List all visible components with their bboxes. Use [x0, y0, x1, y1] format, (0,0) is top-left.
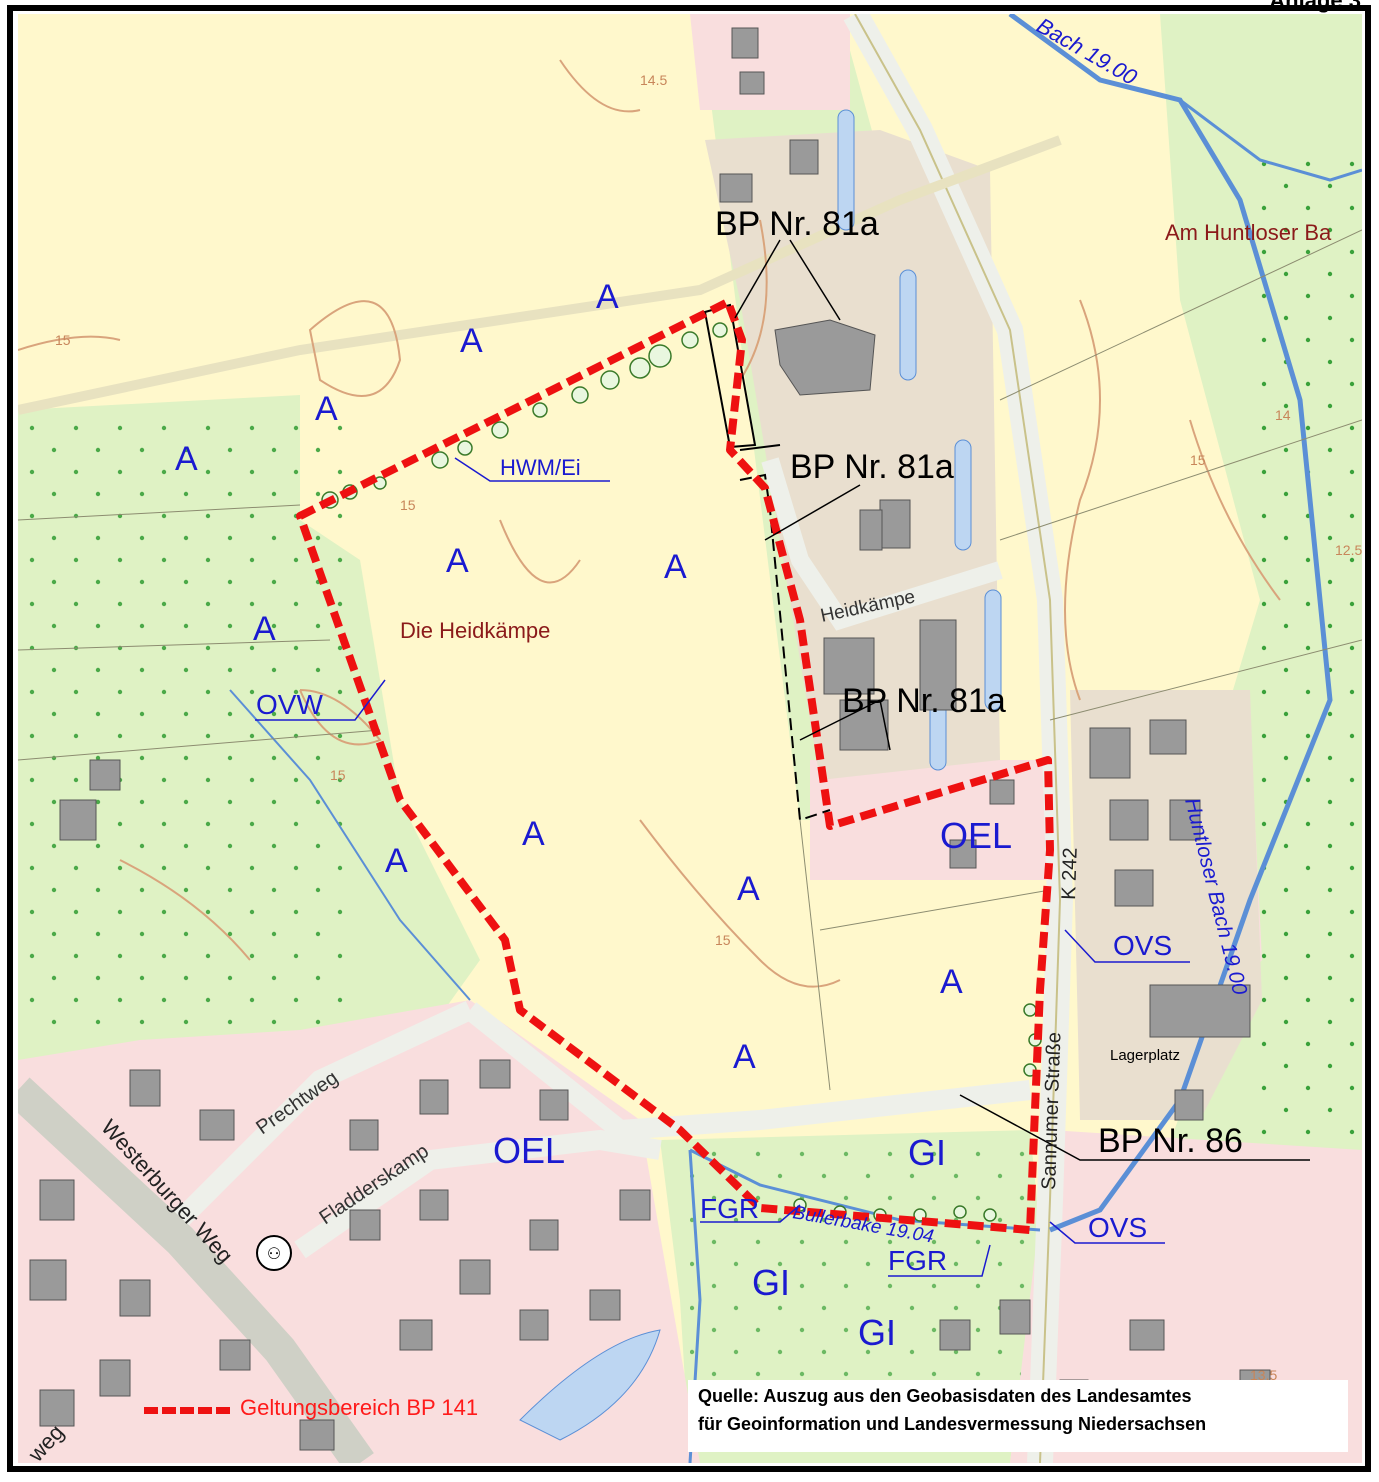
biotope-a: A	[522, 815, 545, 853]
plan-label-bp81a: BP Nr. 81a	[715, 205, 879, 243]
biotope-gi: GI	[908, 1132, 946, 1173]
biotope-a: A	[460, 322, 483, 360]
parcel-lines	[18, 229, 1362, 1091]
water-pond-2	[899, 269, 917, 381]
contour-value: 14	[1275, 407, 1291, 423]
contour-value: 15	[715, 932, 731, 948]
water-ditch-west	[229, 689, 471, 1001]
biotope-a: A	[940, 963, 963, 1001]
label-k242: K 242	[1058, 847, 1082, 900]
contour-value: 13.5	[1250, 1367, 1277, 1383]
biotope-gi: GI	[858, 1312, 896, 1353]
biotope-fgr: FGR	[700, 1193, 759, 1224]
road-field-track	[18, 135, 1062, 415]
biotope-a: A	[385, 842, 408, 880]
plan-label-bp86: BP Nr. 86	[1098, 1122, 1243, 1160]
road-fladderskamp	[294, 1129, 662, 1259]
biotope-a: A	[315, 390, 338, 428]
annex-label: Anlage 3	[1269, 0, 1361, 13]
water-bach-north	[1008, 14, 1333, 1233]
label-die-heidkaempe: Die Heidkämpe	[400, 618, 550, 643]
biotope-oel: OEL	[493, 1130, 565, 1171]
road-prechtweg	[162, 1000, 475, 1238]
contour-value: 15	[330, 767, 346, 783]
green-east-dots	[1250, 150, 1362, 1150]
source-line-2: für Geoinformation und Landesvermessung …	[698, 1414, 1207, 1434]
contour-value: 15	[1190, 452, 1206, 468]
map-border	[7, 5, 1371, 1472]
playground-icon: ⚇	[256, 1235, 292, 1271]
biotope-gi: GI	[752, 1262, 790, 1303]
contour-value: 14.5	[640, 72, 667, 88]
source-line-1: Quelle: Auszug aus den Geobasisdaten des…	[698, 1386, 1192, 1406]
plan-label-bp81a: BP Nr. 81a	[842, 682, 1006, 720]
contour-lines	[18, 59, 1281, 988]
contour-value: 12.5	[1335, 542, 1362, 558]
industrial-bp81a	[705, 130, 1000, 780]
biotope-fgr: FGR	[888, 1245, 947, 1276]
biotope-a: A	[737, 870, 760, 908]
road-southern	[463, 1002, 1032, 1141]
plan-labels: BP Nr. 81a BP Nr. 81a BP Nr. 81a BP Nr. …	[715, 205, 1243, 1160]
water-pond-1	[837, 109, 855, 231]
water-pond-south	[519, 1329, 661, 1441]
leader-lines	[734, 239, 1310, 1161]
contour-value: 15	[400, 497, 416, 513]
svg-text:⚇: ⚇	[267, 1244, 281, 1263]
biotope-a: A	[175, 440, 198, 478]
boundary-bp141	[296, 298, 1054, 1234]
label-am-huntloser: Am Huntloser Ba	[1165, 220, 1332, 245]
biotope-leader-lines	[255, 457, 1190, 1277]
residential-top	[690, 14, 850, 110]
biotope-a: A	[446, 542, 469, 580]
label-lagerplatz: Lagerplatz	[1110, 1047, 1180, 1064]
biotope-ovs: OVS	[1088, 1212, 1147, 1243]
biotope-oel: OEL	[940, 815, 1012, 856]
biotope-a: A	[596, 278, 619, 316]
plan-label-bp81a: BP Nr. 81a	[790, 448, 954, 486]
water-pond-4	[984, 589, 1002, 711]
biotope-a: A	[664, 548, 687, 586]
biotope-a: A	[733, 1038, 756, 1076]
biotope-ovs: OVS	[1113, 930, 1172, 961]
water-pond-3	[954, 439, 972, 551]
water-bach-east	[1179, 98, 1362, 182]
road-sannumer-edge	[854, 14, 1062, 1463]
biotope-codes: A A A A A A A A A A A A HWM/Ei OVW OEL O…	[175, 278, 1172, 1353]
buildings	[29, 27, 1271, 1451]
biotope-a: A	[253, 610, 276, 648]
road-heidkaempe	[761, 457, 1003, 631]
biotope-hwm: HWM/Ei	[500, 455, 581, 480]
biotope-ovw: OVW	[256, 689, 323, 720]
source-note: Quelle: Auszug aus den Geobasisdaten des…	[688, 1380, 1348, 1452]
legend-boundary-label: Geltungsbereich BP 141	[240, 1395, 479, 1420]
road-westerburger	[18, 1077, 374, 1463]
contour-value: 15	[55, 332, 71, 348]
legend: Geltungsbereich BP 141	[130, 1385, 570, 1435]
legend-boundary-swatch	[144, 1407, 230, 1414]
